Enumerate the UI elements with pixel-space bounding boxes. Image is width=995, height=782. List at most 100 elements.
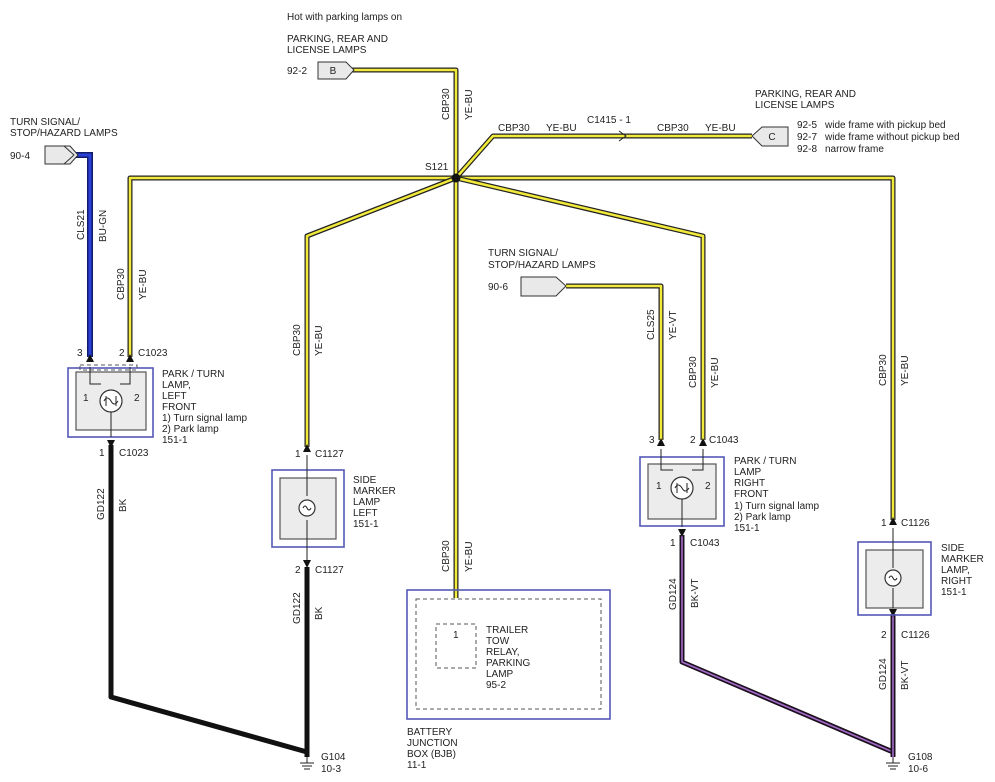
right-dest-ref3: 92-8: [797, 144, 817, 155]
g108-name: G108: [908, 752, 933, 763]
bjb-l1: BATTERY: [407, 727, 453, 738]
pin-arrows: [86, 354, 897, 617]
left-side-marker-lamp[interactable]: [271, 455, 345, 560]
wire-yebu-left: YE-BU: [138, 269, 149, 300]
flag-c[interactable]: C: [751, 126, 789, 147]
lside-pin2: 2: [295, 565, 301, 576]
flag-c-label: C: [768, 132, 775, 143]
wire-yebu-c1: YE-BU: [546, 123, 577, 134]
rside-pin1: 1: [881, 518, 887, 529]
lside-connector-bottom: C1127: [315, 565, 344, 576]
lpark-l4: FRONT: [162, 402, 196, 413]
left-source-ref: 90-4: [10, 151, 30, 162]
rside-l1: SIDE: [941, 543, 965, 554]
g108-ref: 10-6: [908, 764, 928, 775]
wire-cls25: CLS25: [646, 309, 657, 340]
top-ref: 92-2: [287, 66, 307, 77]
bjb-relay-l6: 95-2: [486, 680, 506, 691]
wire-gd124-rside: GD124: [878, 658, 889, 690]
wire-cbp30-c2: CBP30: [657, 123, 689, 134]
bjb-l4: 11-1: [407, 760, 427, 771]
right-dest-desc1: wide frame with pickup bed: [824, 120, 946, 131]
lpark-l7: 151-1: [162, 435, 188, 446]
rside-l4: RIGHT: [941, 576, 972, 587]
wire-bk-mid: BK: [314, 606, 325, 620]
wire-bugn: BU-GN: [98, 210, 109, 242]
wire-bkvt-rside: BK-VT: [900, 661, 911, 690]
wire-cbp30-top: CBP30: [441, 88, 452, 120]
wire-yebu-rpark: YE-BU: [710, 357, 721, 388]
wire-yebu-top: YE-BU: [464, 89, 475, 120]
rpark-in1: 1: [656, 481, 662, 492]
wires-ground: [108, 445, 896, 757]
wire-cbp30-left: CBP30: [116, 268, 127, 300]
ground-g108-symbol: [886, 757, 900, 770]
wire-gd122-left: GD122: [96, 488, 107, 520]
ground-g104-symbol: [300, 757, 314, 770]
wire-yebu-bjb: YE-BU: [464, 541, 475, 572]
bjb-relay-pin: 1: [453, 630, 459, 641]
right-dest-line1: PARKING, REAR AND: [755, 89, 856, 100]
top-source-line2: LICENSE LAMPS: [287, 45, 367, 56]
wire-cbp30-rpark: CBP30: [688, 356, 699, 388]
lpark-connector-bottom: C1023: [119, 448, 149, 459]
right-dest-desc3: narrow frame: [825, 144, 884, 155]
wire-cbp30-lside: CBP30: [292, 324, 303, 356]
lpark-pin2: 2: [119, 348, 125, 359]
rside-pin2: 2: [881, 630, 887, 641]
lpark-l5: 1) Turn signal lamp: [162, 413, 247, 424]
lpark-in1: 1: [83, 393, 89, 404]
lside-l5: 151-1: [353, 519, 379, 530]
bjb-l3: BOX (BJB): [407, 749, 456, 760]
wire-gd124-rpark: GD124: [668, 578, 679, 610]
flag-b[interactable]: B: [317, 61, 355, 80]
rside-connector-top: C1126: [901, 518, 930, 529]
hot-note: Hot with parking lamps on: [287, 12, 402, 23]
mid-source-ref: 90-6: [488, 282, 508, 293]
g104-ref: 10-3: [321, 764, 341, 775]
rpark-connector-bottom: C1043: [690, 538, 720, 549]
wire-cbp30-c1: CBP30: [498, 123, 530, 134]
left-source-line1: TURN SIGNAL/: [10, 117, 80, 128]
wire-bk-left: BK: [118, 498, 129, 512]
rside-l5: 151-1: [941, 587, 967, 598]
rpark-l5: 1) Turn signal lamp: [734, 501, 819, 512]
rside-connector-bottom: C1126: [901, 630, 930, 641]
rpark-l7: 151-1: [734, 523, 760, 534]
lpark-pin3: 3: [77, 348, 83, 359]
rpark-in2: 2: [705, 481, 711, 492]
mid-source-line2: STOP/HAZARD LAMPS: [488, 260, 596, 271]
wire-bkvt-rpark: BK-VT: [690, 579, 701, 608]
lpark-l3: LEFT: [162, 391, 186, 402]
battery-junction-box[interactable]: [406, 589, 611, 720]
top-source-line1: PARKING, REAR AND: [287, 34, 388, 45]
bjb-relay-l3: RELAY,: [486, 647, 520, 658]
rpark-connector-top: C1043: [709, 435, 739, 446]
splice-label: S121: [425, 162, 449, 173]
rside-l2: MARKER: [941, 554, 984, 565]
wire-cbp30-rside: CBP30: [878, 354, 889, 386]
flag-90-4[interactable]: [44, 145, 79, 165]
inline-connector-label: C1415 - 1: [587, 115, 631, 126]
bjb-l2: JUNCTION: [407, 738, 458, 749]
lpark-l1: PARK / TURN: [162, 369, 224, 380]
flag-90-6[interactable]: [520, 276, 567, 297]
wire-yebu-rside: YE-BU: [900, 355, 911, 386]
lpark-connector-top: C1023: [138, 348, 168, 359]
right-side-marker-lamp[interactable]: [857, 528, 932, 616]
rside-l3: LAMP,: [941, 565, 970, 576]
right-dest-ref2: 92-7: [797, 132, 817, 143]
rpark-l1: PARK / TURN: [734, 456, 796, 467]
rpark-l4: FRONT: [734, 489, 768, 500]
lside-l2: MARKER: [353, 486, 396, 497]
wire-yevt: YE-VT: [668, 311, 679, 340]
right-park-turn-lamp[interactable]: [639, 449, 725, 527]
bjb-relay-l5: LAMP: [486, 669, 514, 680]
lside-connector-top: C1127: [315, 449, 344, 460]
lpark-l6: 2) Park lamp: [162, 424, 219, 435]
rpark-l6: 2) Park lamp: [734, 512, 791, 523]
right-dest-desc2: wide frame without pickup bed: [824, 132, 960, 143]
inline-connector-arrow: [618, 130, 627, 142]
left-park-turn-lamp[interactable]: [67, 364, 154, 438]
